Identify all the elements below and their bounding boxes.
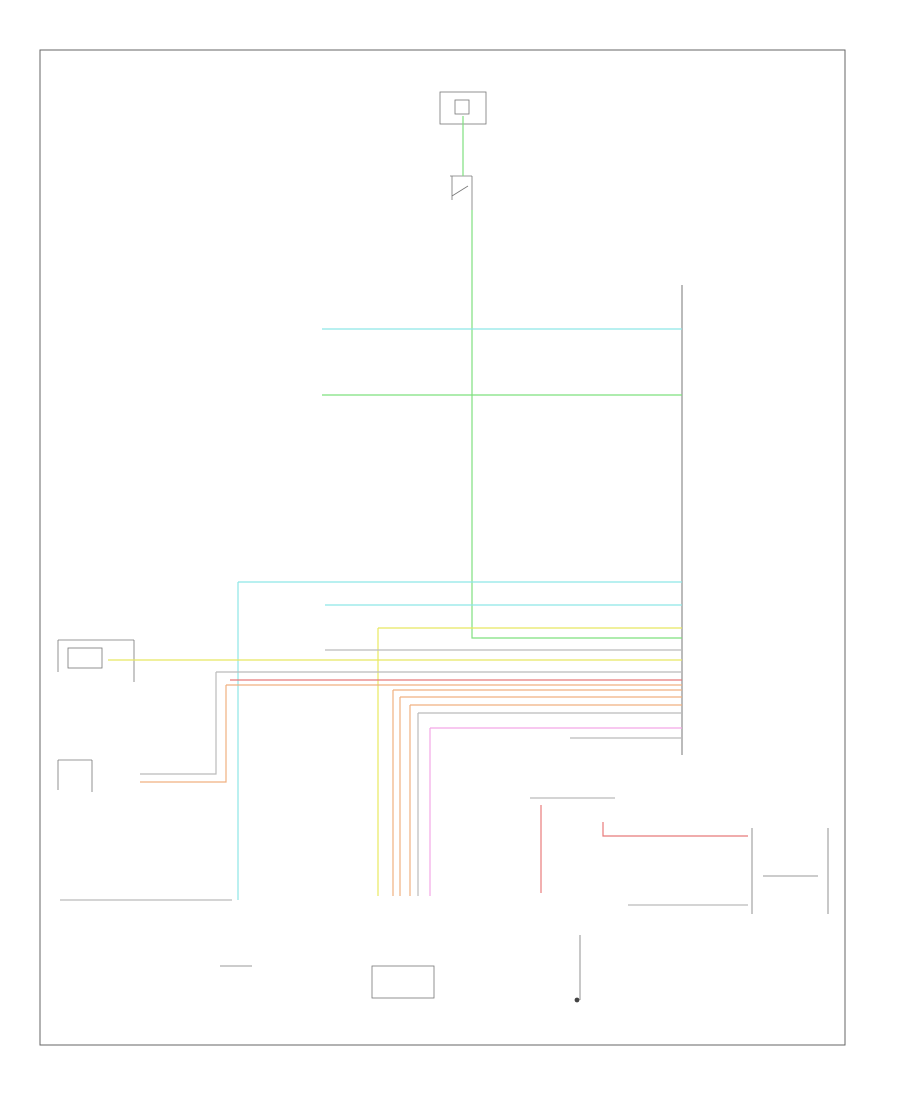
wire-pink-1 xyxy=(429,727,682,896)
brake-switch xyxy=(450,175,473,210)
bottom-ground-switch xyxy=(574,935,581,1003)
right-sensor xyxy=(751,828,829,914)
wire-orange-2 xyxy=(392,689,682,896)
wire-red-2 xyxy=(602,822,748,837)
left-component-2 xyxy=(57,759,93,792)
wire-gray-2 xyxy=(140,671,682,775)
wire-orange-4 xyxy=(409,704,682,896)
wires xyxy=(60,116,748,906)
wire-gray-3 xyxy=(417,712,682,896)
wire-orange-3 xyxy=(399,696,682,896)
left-component-1 xyxy=(57,639,135,682)
diagram-frame xyxy=(39,49,846,1046)
wire-cyan-2 xyxy=(237,581,682,900)
wire-yellow-1 xyxy=(377,627,682,896)
wire-orange-1 xyxy=(140,684,682,783)
wire-green-trunk xyxy=(462,116,682,639)
bottom-connector-middle xyxy=(371,965,435,999)
